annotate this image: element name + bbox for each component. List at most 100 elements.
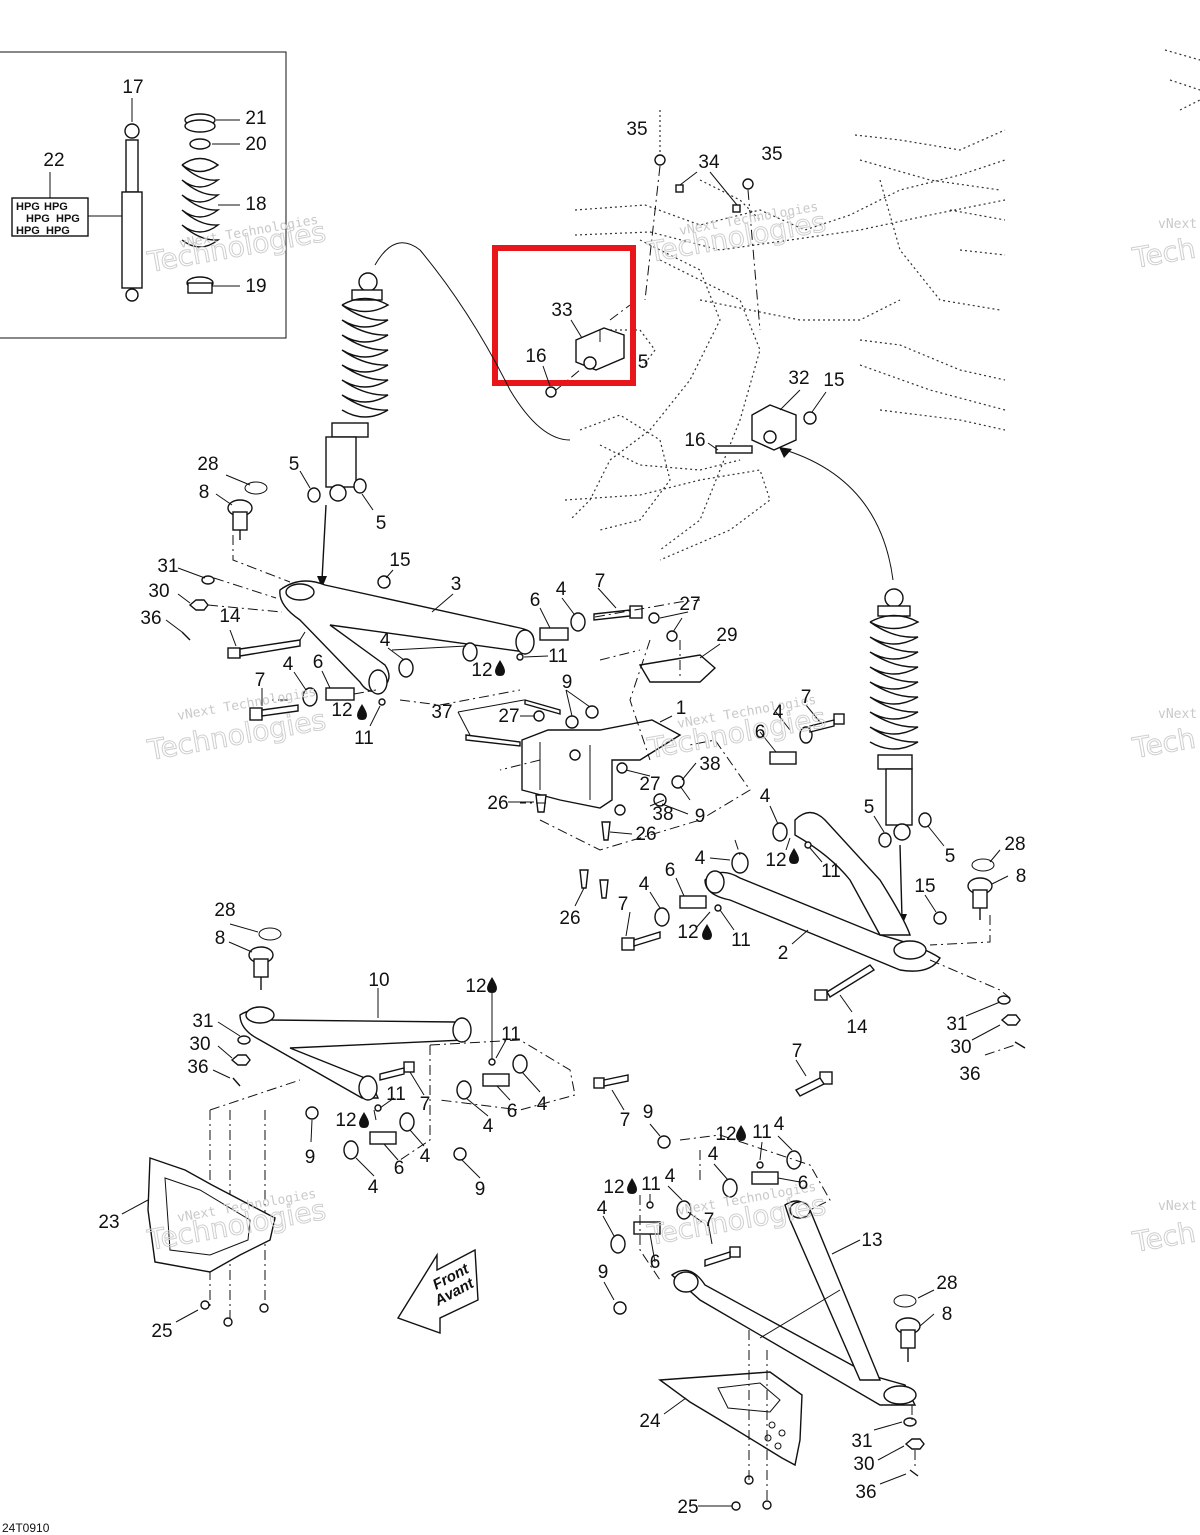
bushing-4-lower-right-b[interactable] [654, 907, 670, 927]
sleeve-6-rear-right-a[interactable] [751, 1171, 779, 1185]
shock-assembly-left[interactable] [325, 272, 390, 502]
bushing-4-rear-right-c[interactable] [676, 1200, 692, 1220]
pin-36-rear-left[interactable] [232, 1077, 241, 1087]
bushing-4-rear-right-b[interactable] [722, 1178, 738, 1198]
bolt-7-center-right[interactable] [809, 713, 845, 733]
grease-fitting-11-c[interactable] [804, 841, 812, 849]
bolt-25-rear-c[interactable] [762, 1500, 772, 1510]
sleeve-6-rear-a[interactable] [482, 1073, 510, 1087]
bushing-4-lower-front[interactable] [302, 687, 318, 707]
nut-27-c[interactable] [533, 710, 545, 722]
bolt-14-lower-right[interactable] [814, 964, 876, 1001]
nut-30-rear-left[interactable] [230, 1054, 251, 1066]
shock-bracket-33[interactable] [575, 327, 625, 371]
nut-15-bracket[interactable] [803, 411, 817, 425]
spring-cup-21[interactable] [184, 113, 216, 133]
hpg-sleeve-22[interactable]: HPG HPG HPG HPG HPG HPG [11, 197, 89, 237]
nut-9-center-c[interactable] [614, 804, 626, 816]
sleeve-6-upper-rear[interactable] [539, 627, 569, 641]
grease-fitting-11-g[interactable] [756, 1161, 764, 1169]
retainer-20[interactable] [189, 138, 211, 150]
bushing-5-right-b[interactable] [918, 812, 932, 828]
bushing-4-lower-right-a[interactable] [772, 822, 788, 842]
bolt-14-upper-left[interactable] [227, 639, 301, 659]
nut-27-a[interactable] [648, 612, 660, 624]
bolt-7-lower-right[interactable] [621, 931, 661, 951]
bushing-4-upper-front[interactable] [462, 642, 478, 662]
washer-31-rear-right[interactable] [903, 1417, 917, 1427]
nut-27-b[interactable] [666, 630, 678, 642]
bracket-29[interactable] [638, 654, 717, 683]
pin-36-upper-left[interactable] [181, 631, 191, 641]
bushing-4-upper-rear[interactable] [570, 612, 586, 632]
lower-a-arm-2[interactable] [704, 811, 941, 972]
bolt-7-rear-right-b[interactable] [704, 1246, 741, 1267]
grease-fitting-11-f[interactable] [374, 1104, 382, 1112]
grease-fitting-11-e[interactable] [488, 1058, 496, 1066]
bolt-26-b[interactable] [601, 821, 611, 841]
nut-9-center-a[interactable] [565, 715, 579, 729]
sleeve-6-lower-right[interactable] [679, 895, 707, 909]
spring-18[interactable] [181, 157, 221, 248]
circlip-28-rear-left[interactable] [258, 927, 282, 941]
bolt-26-d[interactable] [599, 879, 609, 899]
grease-fitting-11-a[interactable] [516, 653, 524, 661]
grease-fitting-11-b[interactable] [378, 698, 386, 706]
nut-9-rear-right-a[interactable] [657, 1135, 671, 1149]
bolt-7-rear-right-a[interactable] [794, 1071, 833, 1097]
skid-plate-24[interactable] [658, 1371, 803, 1467]
pin-36-rear-right[interactable] [909, 1469, 919, 1477]
bolt-37-a[interactable] [465, 734, 521, 747]
nut-30-upper-left[interactable] [188, 599, 209, 611]
shock-absorber-17[interactable] [121, 123, 143, 302]
bolt-37-b[interactable] [524, 699, 561, 715]
nut-9-rear-right-b[interactable] [613, 1301, 627, 1315]
center-bracket-1[interactable] [521, 719, 682, 809]
ball-joint-8-upper-left[interactable] [227, 499, 253, 540]
nut-15-upper-arm[interactable] [377, 575, 391, 589]
bolt-26-c[interactable] [579, 869, 589, 889]
bushing-5-left-b[interactable] [353, 478, 367, 494]
washer-31-lower-right[interactable] [997, 995, 1011, 1005]
nut-30-rear-right[interactable] [904, 1438, 925, 1450]
bolt-34-left[interactable] [675, 184, 684, 193]
circlip-28-right[interactable] [971, 858, 995, 872]
bolt-25-rear-b[interactable] [731, 1501, 741, 1511]
bolt-25-skid-a[interactable] [200, 1300, 210, 1310]
bushing-5-left-a[interactable] [307, 487, 321, 503]
sleeve-6-center-right[interactable] [769, 751, 797, 765]
bolt-7-rear-a[interactable] [379, 1061, 415, 1081]
bushing-4-rear-right-a[interactable] [786, 1150, 802, 1170]
pin-36-lower-right[interactable] [1014, 1041, 1026, 1049]
bushing-4-rear-d[interactable] [343, 1140, 359, 1160]
ball-joint-8-rear-left[interactable] [248, 946, 274, 990]
grease-fitting-11-d[interactable] [714, 904, 722, 912]
nut-30-lower-right[interactable] [1000, 1014, 1021, 1026]
bolt-16-bracket[interactable] [715, 445, 753, 454]
bushing-4-rear-c[interactable] [399, 1112, 415, 1132]
nut-35-right[interactable] [742, 178, 754, 190]
circlip-28-rear-right[interactable] [893, 1294, 917, 1308]
bolt-34-right[interactable] [732, 204, 741, 213]
nut-9-rear-b[interactable] [453, 1147, 467, 1161]
circlip-28-upper-left[interactable] [244, 481, 268, 495]
bushing-4-center-right[interactable] [799, 726, 813, 744]
bushing-4-upper-mid[interactable] [398, 658, 414, 678]
nut-16-upper[interactable] [545, 386, 557, 398]
nut-9-rear-a[interactable] [305, 1106, 319, 1120]
bushing-4-rear-b[interactable] [456, 1080, 472, 1100]
bushing-4-rear-right-d[interactable] [610, 1234, 626, 1254]
spring-cup-19[interactable] [186, 276, 214, 294]
nut-35-left[interactable] [654, 154, 666, 166]
sleeve-6-lower-front[interactable] [325, 687, 355, 701]
bolt-25-skid-b[interactable] [223, 1317, 233, 1327]
shock-assembly-right[interactable] [869, 588, 920, 841]
ball-joint-8-right[interactable] [967, 877, 993, 920]
nut-38-a[interactable] [671, 775, 685, 789]
shock-bracket-32[interactable] [751, 404, 797, 451]
sleeve-6-rear-b[interactable] [369, 1131, 397, 1145]
rear-lower-a-arm-13[interactable] [670, 1200, 917, 1406]
bolt-7-lower-front[interactable] [249, 704, 299, 721]
bolt-7-rear-b[interactable] [593, 1074, 629, 1089]
nut-9-center-b[interactable] [585, 705, 599, 719]
